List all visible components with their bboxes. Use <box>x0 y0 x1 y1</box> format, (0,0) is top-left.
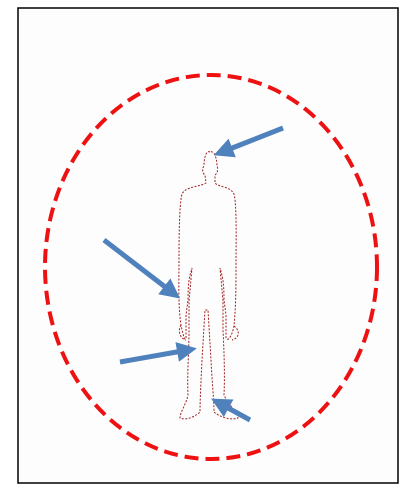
diagram-panel <box>18 8 398 483</box>
